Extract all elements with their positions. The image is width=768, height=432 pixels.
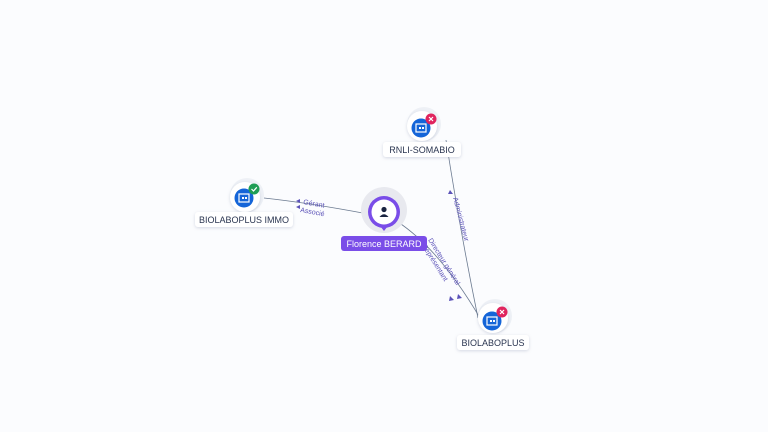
building-icon xyxy=(234,188,254,208)
edge-label-gerant: Gérant xyxy=(303,199,325,210)
close-icon xyxy=(496,306,508,318)
edge-label-associe: Associé xyxy=(300,207,325,218)
check-icon xyxy=(248,183,260,195)
company-label-rnli-somabio: RNLI-SOMABIO xyxy=(389,145,455,155)
company-node-rnli-somabio[interactable]: RNLI-SOMABIO xyxy=(383,107,461,157)
person-label: Florence BERARD xyxy=(346,239,422,249)
building-icon xyxy=(482,311,502,331)
building-icon xyxy=(411,118,431,138)
person-icon xyxy=(379,206,389,217)
company-node-biolaboplus-immo[interactable]: BIOLABOPLUS IMMO xyxy=(195,178,293,227)
company-label-biolaboplus: BIOLABOPLUS xyxy=(461,338,524,348)
edge-biolaboplus-rnli-somabio[interactable]: Administrateur xyxy=(445,139,479,319)
edge-person-biolaboplus-immo[interactable]: Gérant Associé xyxy=(263,197,369,218)
edge-label-administrateur: Administrateur xyxy=(451,197,470,243)
company-node-biolaboplus[interactable]: BIOLABOPLUS xyxy=(457,299,529,350)
person-node-florence-berard[interactable]: Florence BERARD xyxy=(341,187,427,251)
company-label-biolaboplus-immo: BIOLABOPLUS IMMO xyxy=(199,215,289,225)
close-icon xyxy=(425,113,437,125)
